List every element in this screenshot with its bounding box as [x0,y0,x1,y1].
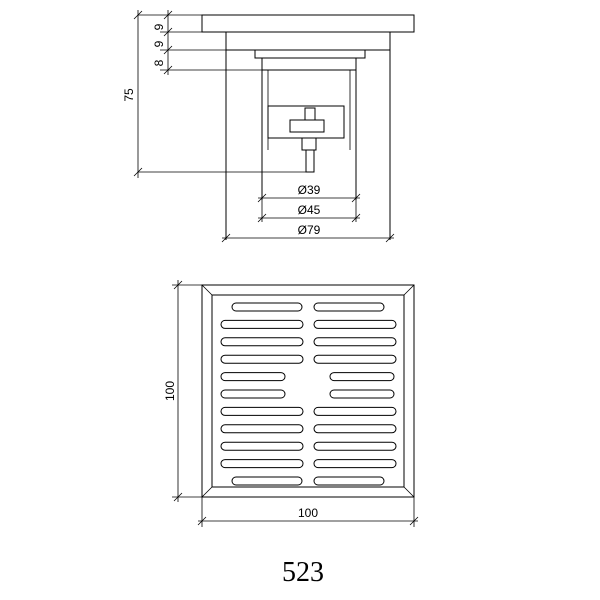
grate-slot [313,302,385,312]
grate-slots [220,302,397,486]
tick [257,213,267,223]
model-number: 523 [282,557,324,588]
body-upper [225,32,391,51]
dim-75: 75 [122,88,136,102]
tick [173,280,183,290]
dim-d79: Ø79 [298,223,321,237]
grate-slot [313,441,397,451]
bevel-line [403,284,415,296]
grate-slot [329,372,395,382]
top-plate [201,14,415,33]
grate-outer [201,284,415,498]
grate-slot [313,337,397,347]
tick [173,492,183,502]
grate-slot [220,406,304,416]
grate-slot [313,459,397,469]
grate-slot [220,319,304,329]
bevel-line [201,284,213,296]
tick [385,233,395,243]
grate-slot [313,476,385,486]
dim-100-h: 100 [298,506,318,520]
dim-100-v: 100 [163,381,177,401]
grate-slot [220,441,304,451]
bevel-line [201,486,213,498]
grate-slot [220,459,304,469]
stem-upper [301,137,317,151]
tick [351,193,361,203]
neck-top [254,49,366,59]
dim-9-top: 9 [152,23,166,30]
grate-slot [220,424,304,434]
grate-slot [220,337,304,347]
dim-8: 8 [152,59,166,66]
grate-inner [211,294,405,488]
inner-cup [267,105,345,139]
grate-slot [313,354,397,364]
grate-slot [231,476,303,486]
tick [409,516,419,526]
tick [351,213,361,223]
stem-lower [305,149,315,173]
neck-lower [261,58,357,71]
grate-slot [313,424,397,434]
tick [257,193,267,203]
tick [163,45,173,55]
valve-body [289,119,325,133]
dim-d39: Ø39 [298,183,321,197]
grate-slot [231,302,303,312]
grate-slot [313,319,397,329]
grate-slot [220,389,286,399]
tick [133,167,143,177]
tick [163,65,173,75]
grate-slot [220,372,286,382]
dim-9-mid: 9 [152,40,166,47]
grate-slot [313,406,397,416]
dim-d45: Ø45 [298,203,321,217]
valve-cap [304,107,316,121]
tick [163,10,173,20]
grate-slot [220,354,304,364]
grate-slot [329,389,395,399]
bevel-line [403,486,415,498]
top-view: 100 100 [163,280,419,527]
tick [221,233,231,243]
tick [163,27,173,37]
tick [133,10,143,20]
tick [197,516,207,526]
side-view: 9 9 8 75 Ø39 Ø45 Ø79 [122,10,415,243]
